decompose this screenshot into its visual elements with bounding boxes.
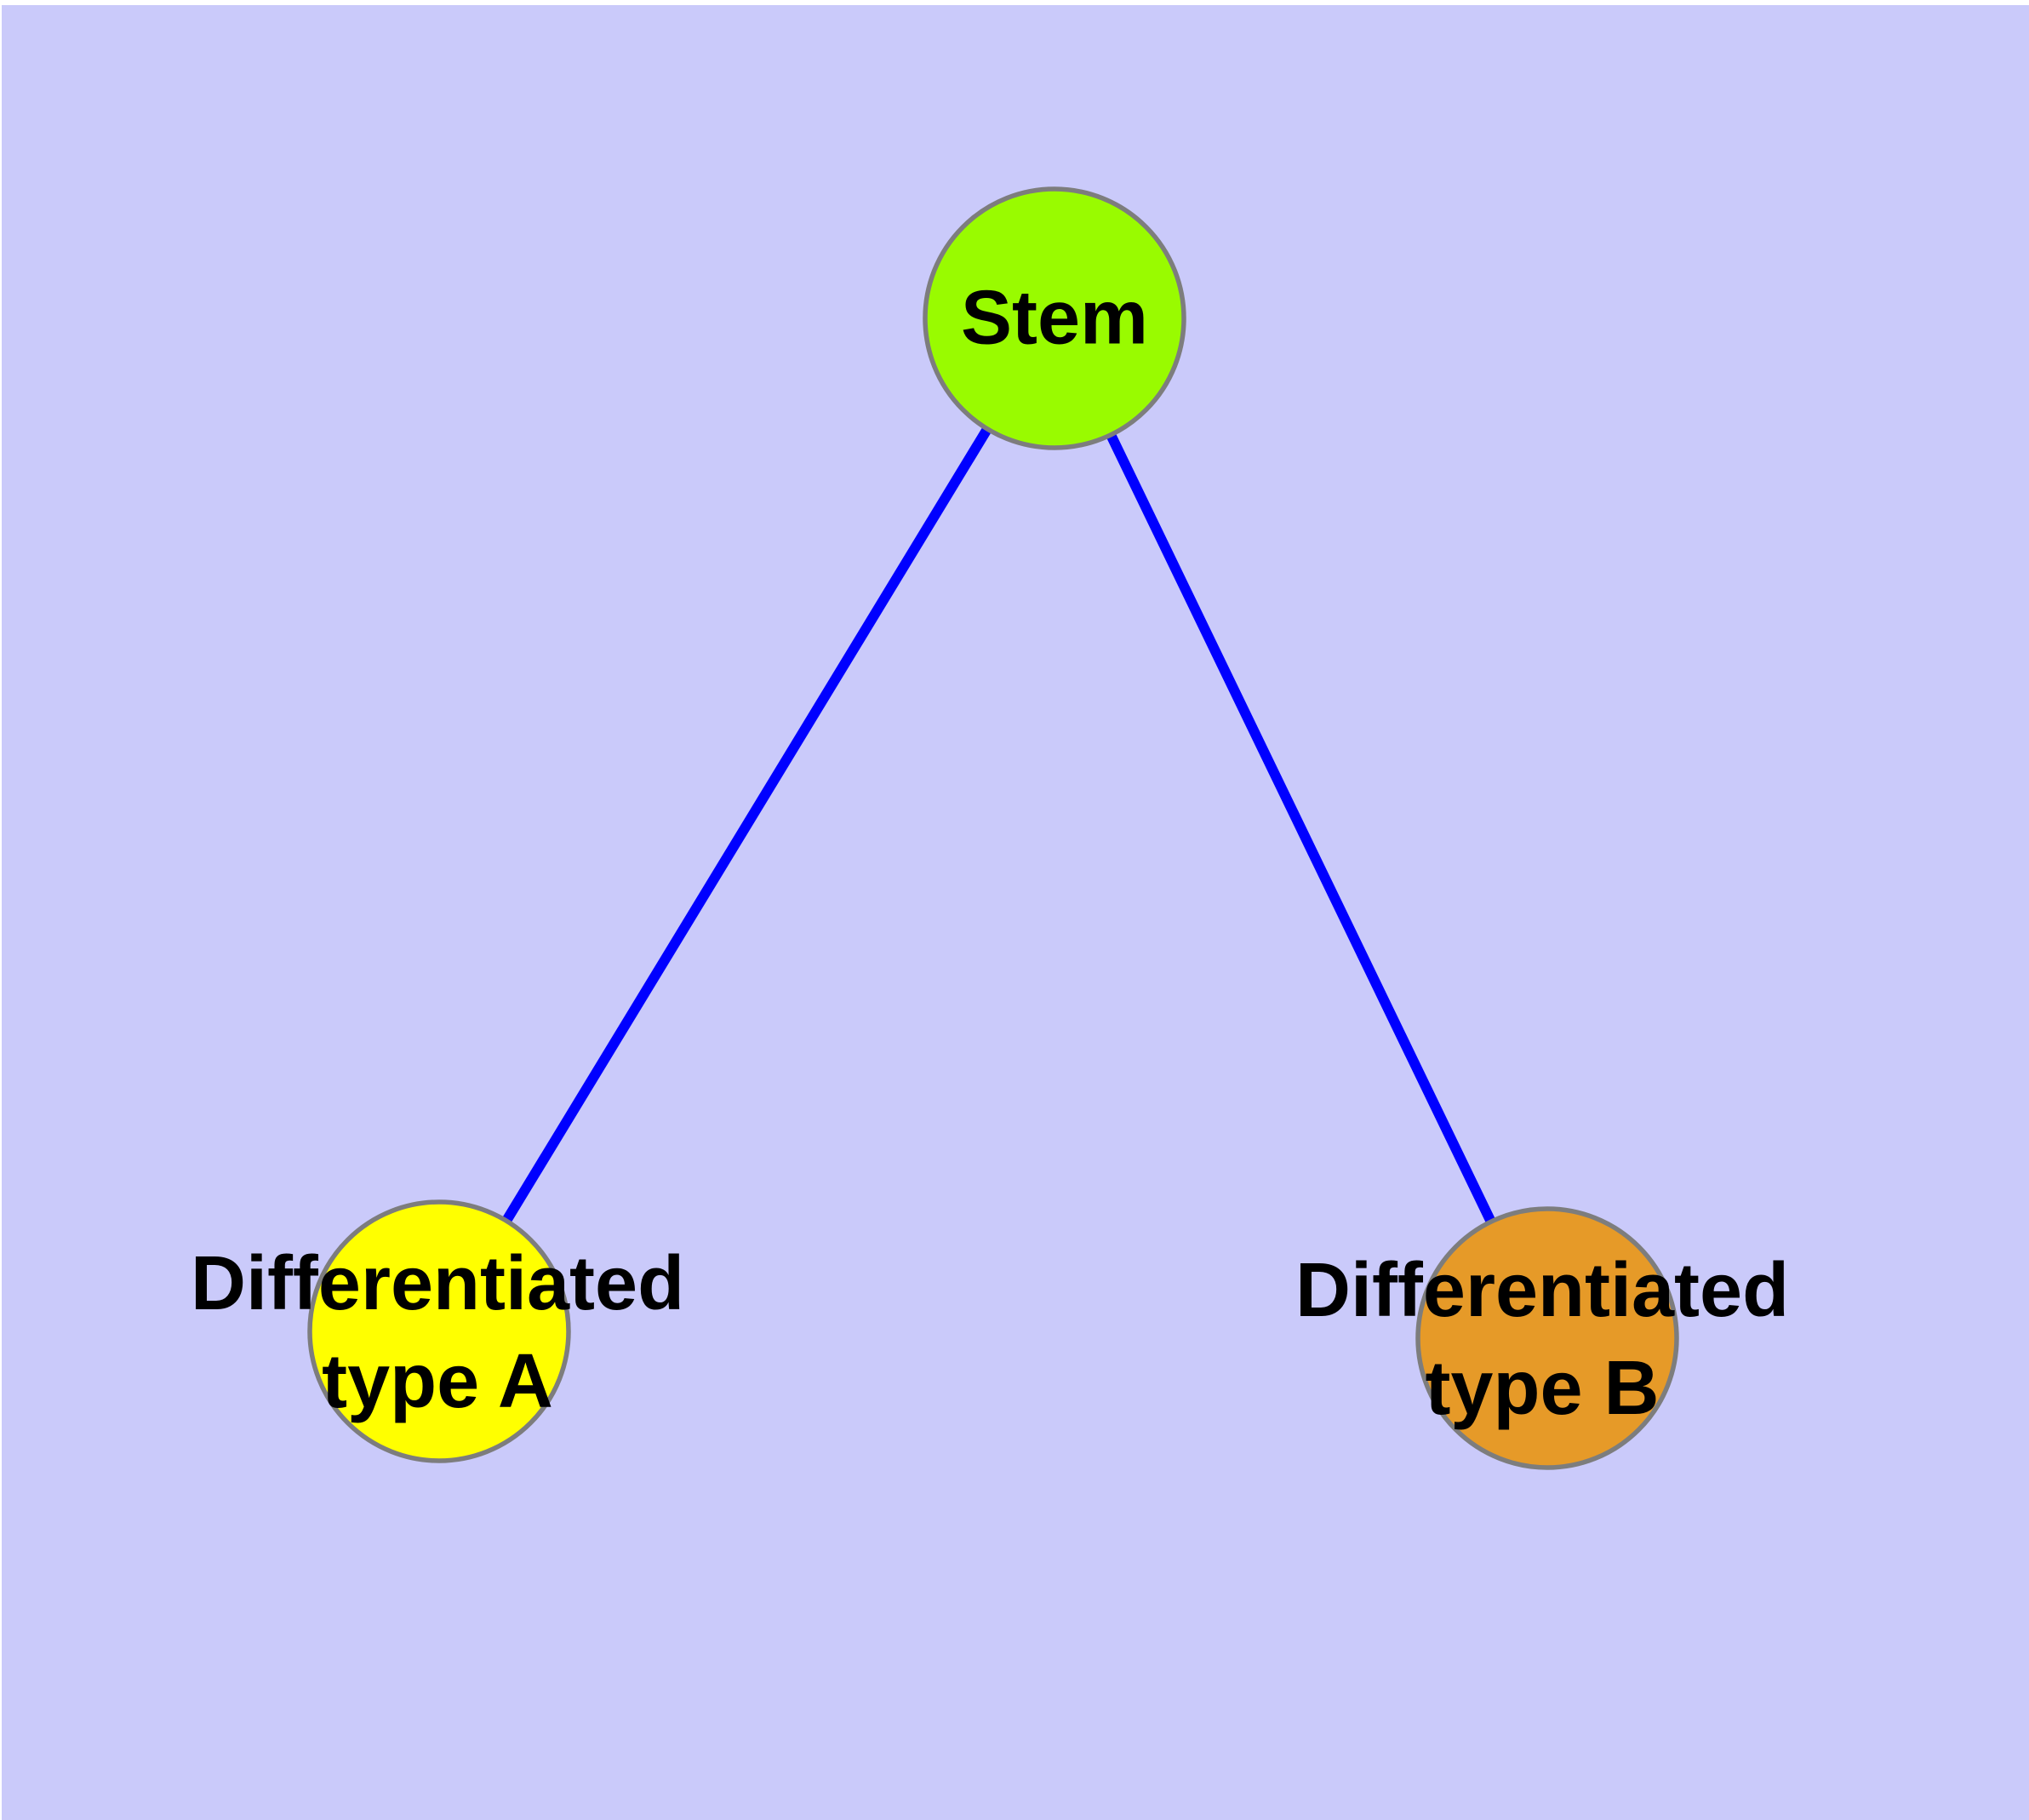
edge-stem-to-type-a — [434, 315, 1060, 1335]
node-differentiated-type-a — [307, 1199, 571, 1463]
edge-stem-to-type-b — [1049, 316, 1552, 1341]
node-differentiated-type-b — [1415, 1206, 1679, 1470]
node-stem — [923, 186, 1186, 450]
